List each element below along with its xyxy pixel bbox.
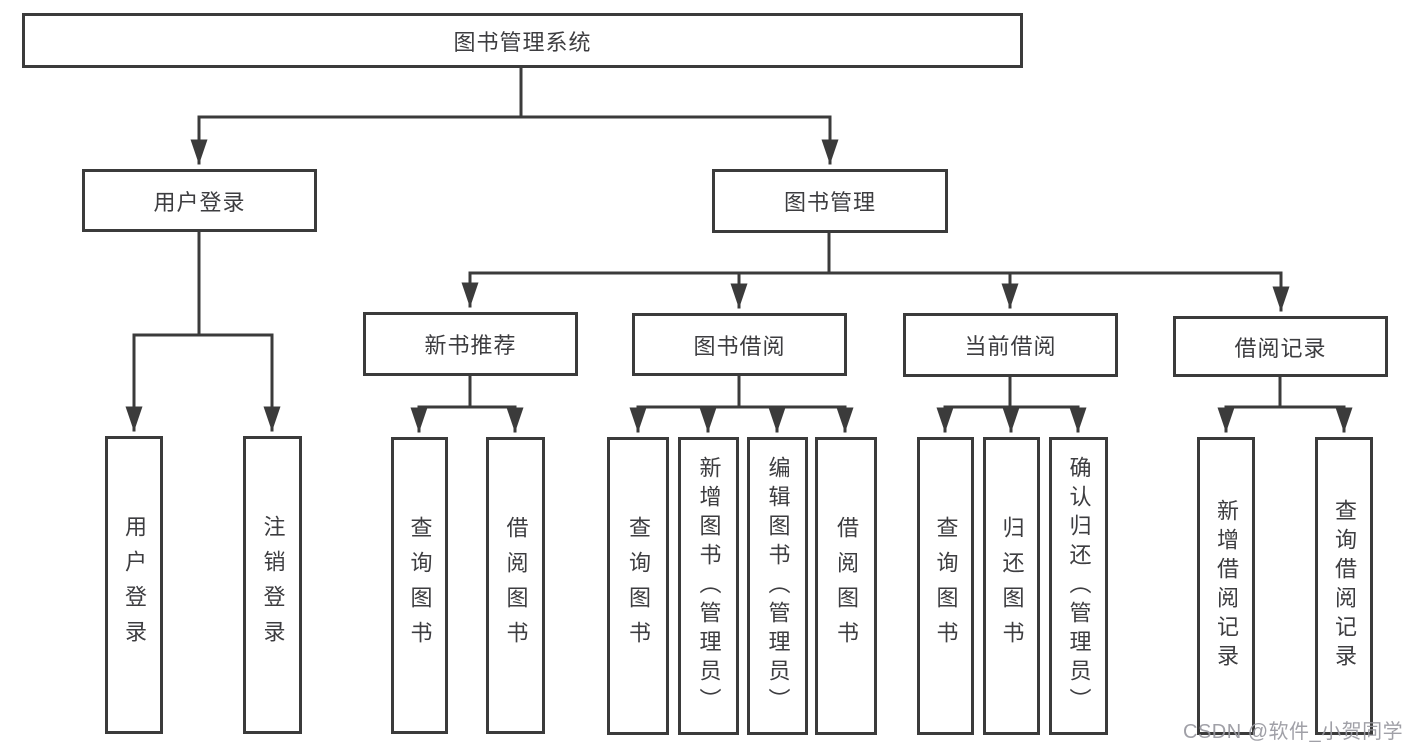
node-book-management: 图书管理 — [712, 169, 948, 233]
leaf-newbook-query-books: 查询图书 — [391, 437, 448, 734]
leaf-borrow-borrow-books: 借阅图书 — [815, 437, 877, 735]
leaf-user-login: 用户登录 — [105, 436, 163, 734]
leaf-current-confirm-return-admin: 确认归还（管理员） — [1049, 437, 1108, 735]
leaf-borrow-edit-books-admin: 编辑图书（管理员） — [747, 437, 808, 735]
edges-book-management — [461, 231, 1290, 312]
leaf-current-query-books: 查询图书 — [917, 437, 974, 735]
node-book-borrow: 图书借阅 — [632, 313, 847, 376]
node-current-borrow: 当前借阅 — [903, 313, 1118, 377]
leaf-borrow-add-books-admin: 新增图书（管理员） — [678, 437, 739, 735]
leaf-borrow-query-books: 查询图书 — [607, 437, 669, 735]
leaf-records-add-record: 新增借阅记录 — [1197, 437, 1255, 735]
node-user-login: 用户登录 — [82, 169, 317, 232]
edges-root — [190, 66, 839, 165]
node-borrow-records: 借阅记录 — [1173, 316, 1388, 377]
leaf-records-query-record: 查询借阅记录 — [1315, 437, 1373, 735]
edges-book-borrow — [629, 374, 854, 433]
node-root-system: 图书管理系统 — [22, 13, 1023, 68]
leaf-current-return-books: 归还图书 — [983, 437, 1040, 735]
edges-user-login — [125, 230, 281, 432]
leaf-newbook-borrow-books: 借阅图书 — [486, 437, 545, 734]
edges-borrow-records — [1217, 375, 1353, 433]
node-new-book-recommend: 新书推荐 — [363, 312, 578, 376]
edges-new-book — [410, 374, 524, 433]
csdn-watermark: CSDN @软件_小贺同学 — [1183, 721, 1404, 743]
leaf-logout-login: 注销登录 — [243, 436, 302, 734]
edges-current-borrow — [936, 375, 1087, 433]
